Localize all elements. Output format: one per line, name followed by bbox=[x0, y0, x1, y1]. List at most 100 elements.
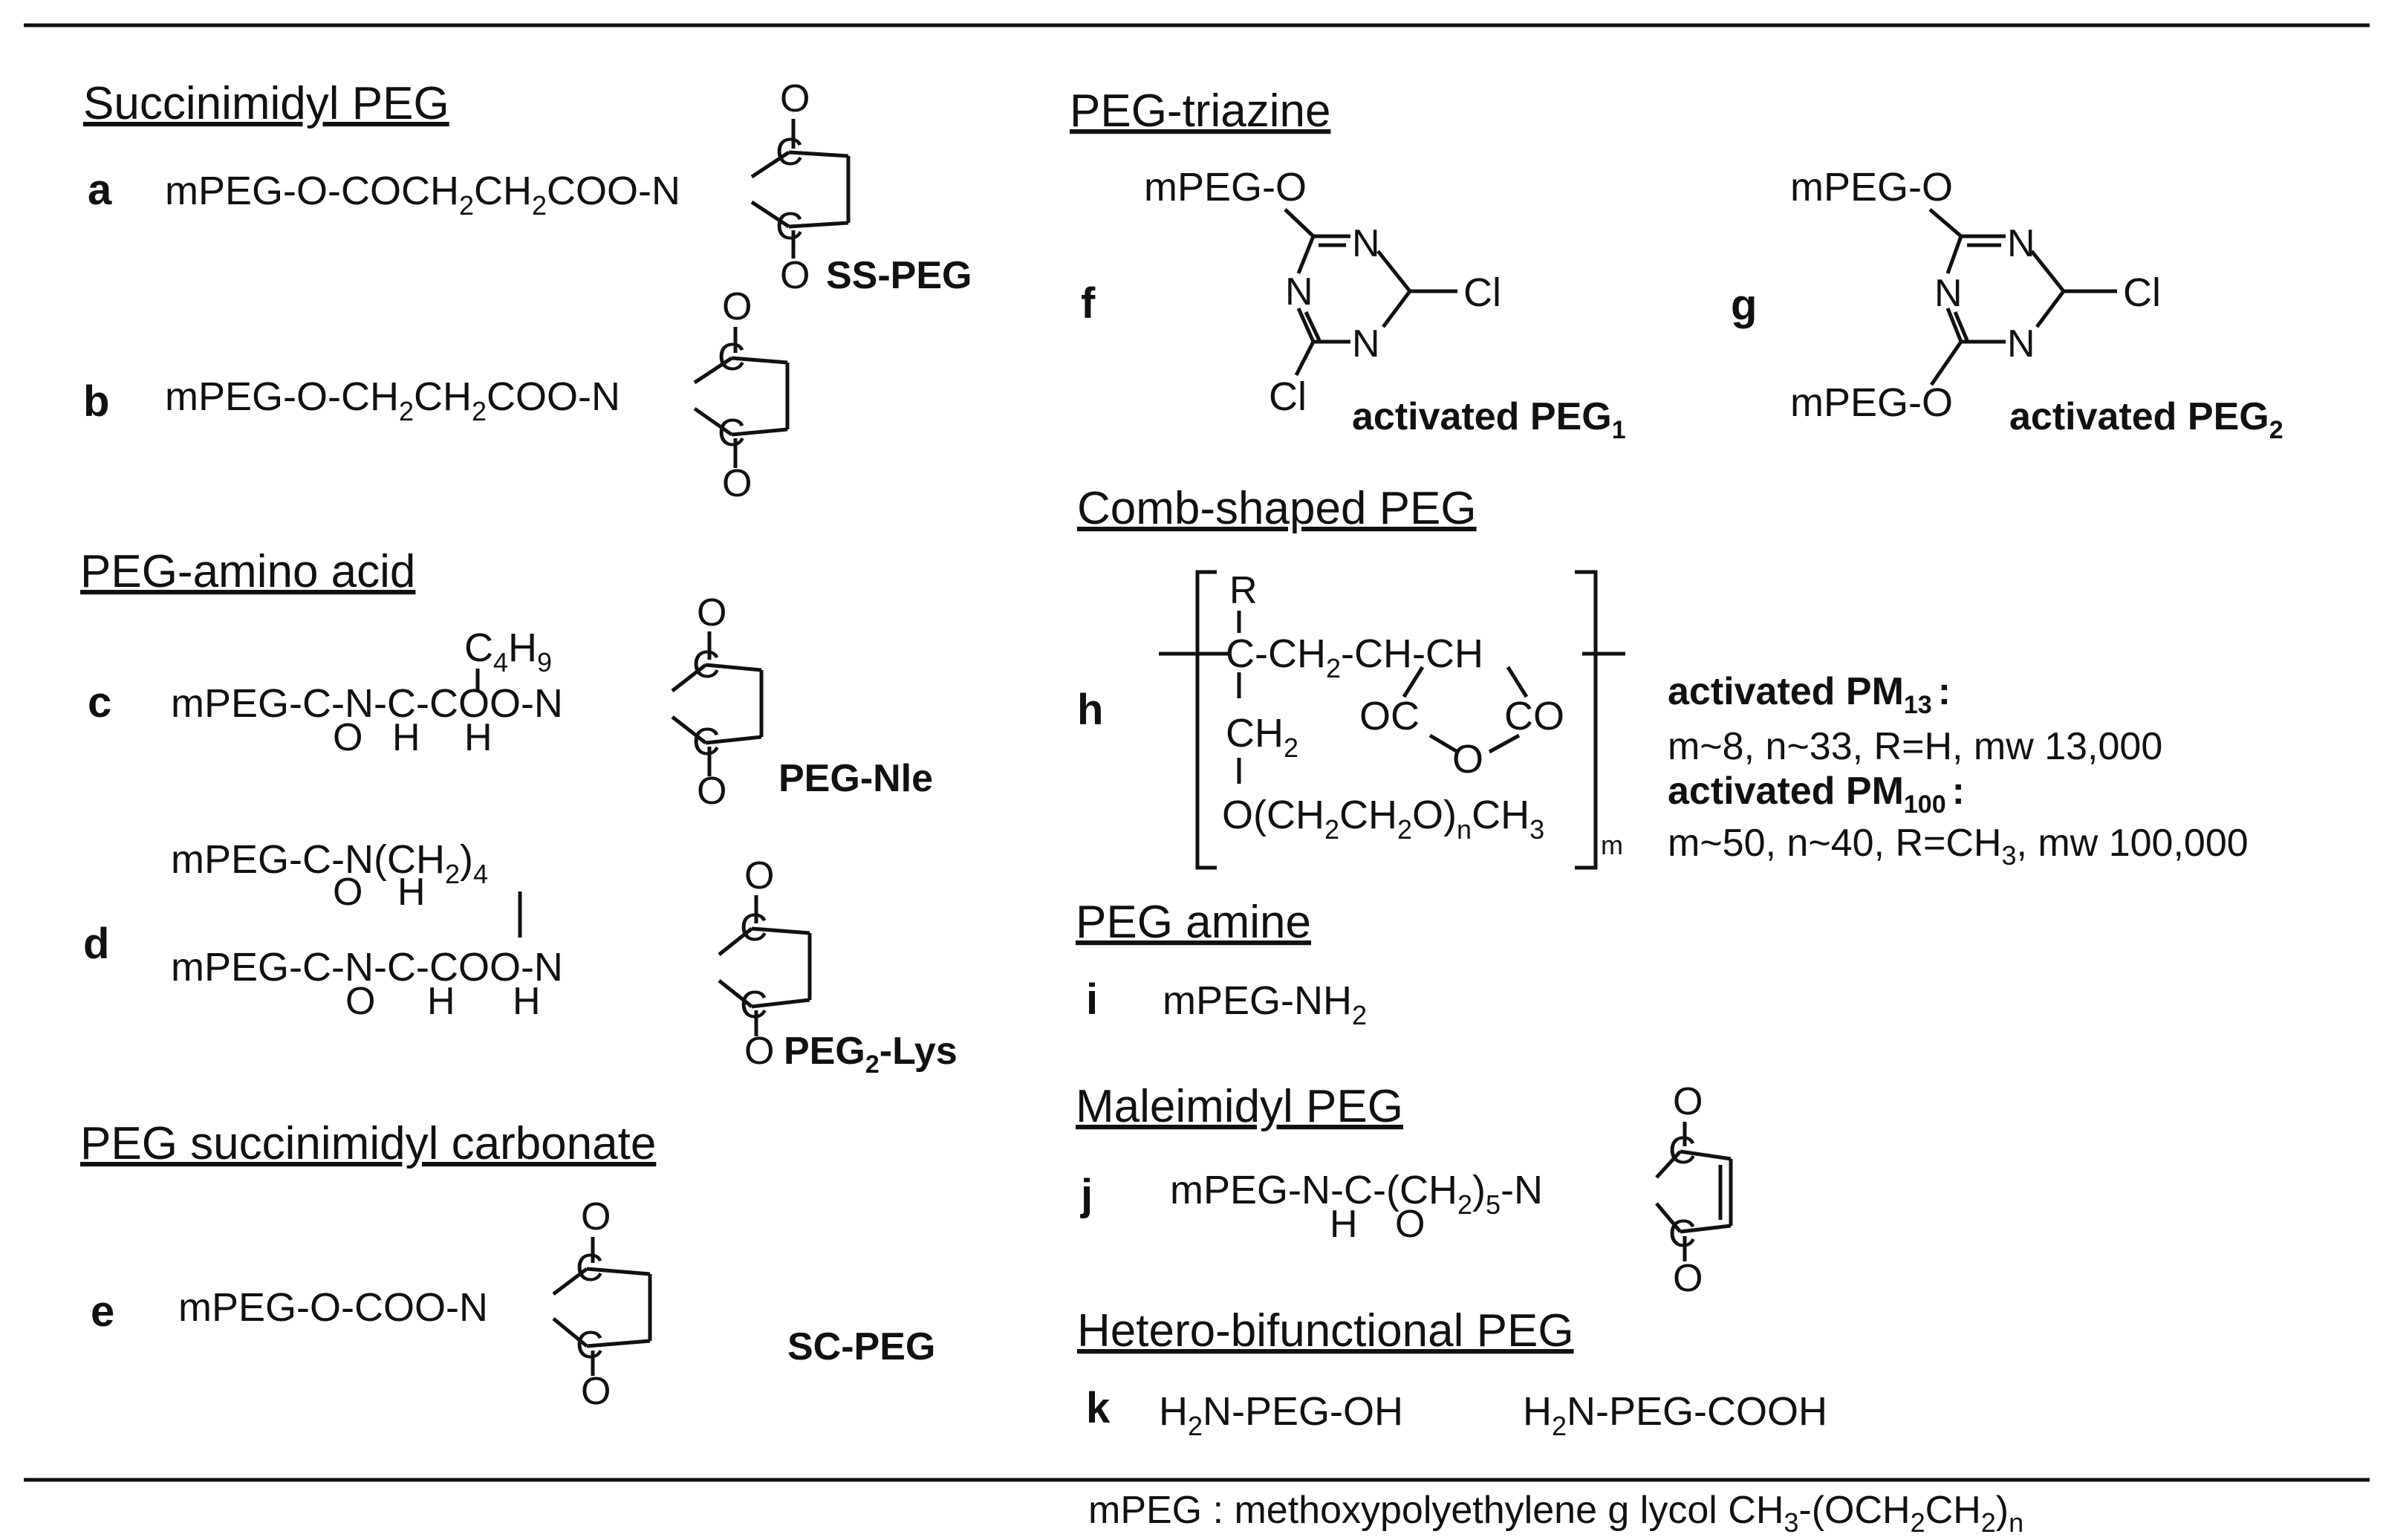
svg-text:C: C bbox=[1668, 1212, 1697, 1255]
params-pm100: m~50, n~40, R=CH3, mw 100,000 bbox=[1668, 822, 2249, 871]
svg-text:O: O bbox=[744, 1030, 774, 1073]
alpha-h-c: H bbox=[464, 716, 492, 759]
formula-e: mPEG-O-COO-N bbox=[178, 1285, 488, 1330]
carbonyl-o-d: O bbox=[345, 980, 375, 1023]
svg-text:C: C bbox=[1668, 1129, 1697, 1172]
label-b: b bbox=[83, 377, 109, 426]
svg-text:N: N bbox=[2007, 322, 2035, 365]
name-activated-pm100: activated PM100: bbox=[1668, 770, 1965, 819]
svg-text:C: C bbox=[776, 205, 804, 248]
cl-bottom-f: Cl bbox=[1269, 374, 1307, 419]
name-peg-nle: PEG-Nle bbox=[778, 757, 933, 800]
svg-text:C: C bbox=[576, 1247, 604, 1290]
label-h: h bbox=[1077, 686, 1103, 734]
ring-o-h: O bbox=[1452, 737, 1483, 782]
name-activated-peg1: activated PEG1 bbox=[1352, 395, 1626, 444]
heading-peg-amino-acid: PEG-amino acid bbox=[80, 546, 415, 597]
svg-text:N: N bbox=[1352, 222, 1380, 265]
svg-text:N: N bbox=[1285, 270, 1313, 313]
svg-text:C: C bbox=[776, 131, 804, 174]
svg-text:N: N bbox=[1934, 272, 1963, 315]
co-h: CO bbox=[1504, 694, 1564, 738]
svg-text:O: O bbox=[697, 591, 726, 634]
svg-text:O: O bbox=[722, 462, 752, 505]
svg-text:O: O bbox=[1673, 1080, 1703, 1123]
footnote: mPEG : methoxypolyethylene g lycol CH3-(… bbox=[1088, 1489, 2023, 1538]
succinimide-ring-e: C C O O bbox=[552, 1195, 652, 1413]
formula-a: mPEG-O-COCH2CH2COO-N bbox=[165, 169, 680, 221]
ch2-h: CH2 bbox=[1226, 711, 1298, 763]
top-amide-h-d: H bbox=[397, 871, 426, 914]
svg-text:O: O bbox=[697, 770, 726, 813]
formula-j: mPEG-N-C-(CH2)5-N bbox=[1170, 1168, 1543, 1220]
svg-text:O: O bbox=[744, 854, 774, 897]
name-activated-peg2: activated PEG2 bbox=[2009, 395, 2283, 444]
succinimide-ring-a: C C O O bbox=[750, 77, 851, 297]
cl-g: Cl bbox=[2123, 270, 2161, 315]
svg-text:C: C bbox=[718, 412, 746, 455]
label-g: g bbox=[1731, 281, 1757, 329]
mpeg-o-g-top: mPEG-O bbox=[1790, 165, 1953, 209]
label-c: c bbox=[88, 678, 111, 727]
succinimide-ring-d: C C O O bbox=[718, 854, 812, 1073]
triazine-ring-g: N N N bbox=[1928, 208, 2117, 386]
oc-h: OC bbox=[1359, 694, 1420, 738]
label-k: k bbox=[1086, 1384, 1111, 1432]
formula-c: mPEG-C-N-C-COO-N bbox=[171, 681, 563, 726]
svg-text:O: O bbox=[1673, 1257, 1703, 1300]
name-peg2-lys: PEG2-Lys bbox=[784, 1030, 958, 1079]
succinimide-ring-b: C C O O bbox=[693, 285, 790, 505]
mpeg-o-f: mPEG-O bbox=[1144, 165, 1307, 209]
amide-h-j: H bbox=[1330, 1203, 1358, 1246]
svg-text:C: C bbox=[718, 336, 746, 379]
formula-k-1: H2N-PEG-OH bbox=[1159, 1389, 1403, 1441]
label-d: d bbox=[83, 920, 109, 968]
side-chain-c: C4H9 bbox=[464, 626, 552, 678]
succinimide-ring-c: C C O O bbox=[671, 591, 764, 813]
cl-right-f: Cl bbox=[1463, 270, 1501, 315]
alpha-h-d: H bbox=[513, 980, 541, 1023]
m-subscript: m bbox=[1601, 830, 1623, 860]
formula-k-2: H2N-PEG-COOH bbox=[1523, 1389, 1827, 1441]
params-pm13: m~8, n~33, R=H, mw 13,000 bbox=[1668, 725, 2162, 768]
heading-maleimidyl-peg: Maleimidyl PEG bbox=[1076, 1081, 1403, 1132]
heading-comb-shaped-peg: Comb-shaped PEG bbox=[1077, 483, 1477, 534]
heading-peg-amine: PEG amine bbox=[1076, 897, 1311, 948]
carbonyl-o-j: O bbox=[1395, 1203, 1425, 1246]
r-group: R bbox=[1229, 569, 1258, 612]
backbone-h: C-CH2-CH-CH bbox=[1226, 631, 1483, 683]
heading-hetero-bifunctional-peg: Hetero-bifunctional PEG bbox=[1077, 1305, 1574, 1357]
svg-text:N: N bbox=[1352, 322, 1380, 365]
comb-bracket bbox=[1159, 570, 1625, 870]
formula-d-main: mPEG-C-N-C-COO-N bbox=[171, 945, 563, 990]
formula-d-top: mPEG-C-N(CH2)4 bbox=[171, 837, 488, 889]
side-chain-h: O(CH2CH2O)nCH3 bbox=[1222, 793, 1544, 845]
name-activated-pm13: activated PM13: bbox=[1668, 670, 1951, 719]
svg-text:O: O bbox=[581, 1370, 611, 1413]
formula-b: mPEG-O-CH2CH2COO-N bbox=[165, 374, 620, 426]
svg-text:O: O bbox=[581, 1195, 611, 1238]
svg-text:C: C bbox=[692, 643, 721, 686]
svg-text:N: N bbox=[2007, 222, 2035, 265]
triazine-ring-f: N N N bbox=[1284, 208, 1457, 377]
heading-succinimidyl-peg: Succinimidyl PEG bbox=[83, 78, 449, 129]
carbonyl-o-c: O bbox=[333, 716, 363, 759]
amide-h-d: H bbox=[427, 980, 455, 1023]
maleimide-ring-j: C C O O bbox=[1655, 1080, 1733, 1300]
label-i: i bbox=[1086, 975, 1098, 1024]
svg-text:O: O bbox=[722, 285, 752, 328]
mpeg-o-g-bottom: mPEG-O bbox=[1790, 380, 1953, 425]
amide-h-c: H bbox=[392, 716, 420, 759]
name-sc-peg: SC-PEG bbox=[787, 1325, 935, 1368]
name-ss-peg: SS-PEG bbox=[826, 254, 972, 297]
label-e: e bbox=[91, 1287, 114, 1336]
label-a: a bbox=[88, 166, 112, 214]
label-j: j bbox=[1080, 1171, 1093, 1219]
svg-text:O: O bbox=[780, 77, 810, 120]
heading-peg-triazine: PEG-triazine bbox=[1070, 85, 1330, 137]
svg-text:O: O bbox=[780, 254, 810, 297]
top-carbonyl-o-d: O bbox=[333, 871, 363, 914]
svg-text:C: C bbox=[576, 1324, 604, 1367]
label-f: f bbox=[1081, 279, 1096, 328]
